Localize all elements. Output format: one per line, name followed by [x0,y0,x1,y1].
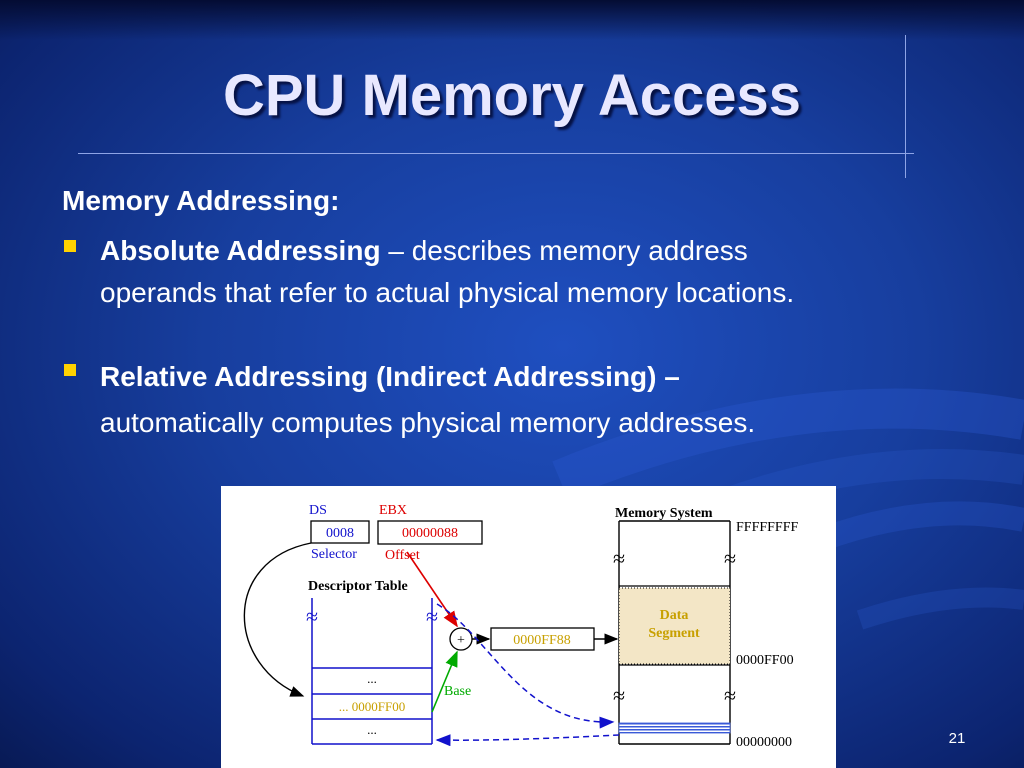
base-label: Base [444,684,471,699]
memory-to-table-dashed-arrow [435,734,620,747]
memory-system-label: Memory System [615,506,713,521]
descriptor-table-label: Descriptor Table [308,579,408,594]
data-segment-label-line2: Segment [648,626,700,641]
memory-break-bottom-left: ≈ [613,683,625,708]
selector-to-table-arrow [243,542,312,697]
descriptor-table-break-left: ≈ [306,604,318,629]
ebx-register-label: EBX [379,503,407,518]
bullet-marker [64,240,76,252]
offset-label: Offset [385,548,420,563]
selector-value: 0008 [326,526,354,541]
address-bottom: 00000000 [736,735,792,750]
bullet-absolute-addressing: Absolute Addressing – describes memory a… [64,230,970,314]
offset-to-adder-arrow [406,551,458,628]
bullet-desc-line1: describes memory address [411,235,748,266]
page-number: 21 [948,730,966,747]
offset-value: 00000088 [402,526,458,541]
memory-access-diagram: DS EBX 0008 00000088 Selector Offset Des… [221,486,836,768]
bullet-term: Relative Addressing (Indirect Addressing… [100,361,657,392]
bullet-term: Absolute Addressing [100,235,381,266]
descriptor-row-ellipsis: ... [367,671,377,686]
top-shade [0,0,1024,40]
bullet-relative-addressing: Relative Addressing (Indirect Addressing… [64,354,970,446]
descriptor-entry: ... 0000FF00 [339,699,405,714]
address-segment-base: 0000FF00 [736,653,794,668]
bullet-desc-line2: operands that refer to actual physical m… [100,277,795,308]
adder-plus: + [457,633,465,648]
offset-box [377,520,483,545]
bullet-desc-line2: automatically computes physical memory a… [100,407,756,438]
address-top: FFFFFFFF [736,520,799,535]
memory-break-top-right: ≈ [724,546,736,571]
descriptor-row-ellipsis-bottom: ... [367,722,377,737]
memory-break-bottom-right: ≈ [724,683,736,708]
title-underline [78,153,914,154]
descriptor-to-memory-dashed-arrow [436,603,615,729]
section-heading: Memory Addressing: [62,185,340,216]
bullet-marker [64,364,76,376]
result-address: 0000FF88 [513,633,571,648]
base-to-adder-arrow [431,650,458,713]
ds-register-label: DS [309,503,327,518]
descriptor-table-break-right: ≈ [426,604,438,629]
selector-label: Selector [311,547,357,562]
memory-break-top-left: ≈ [613,546,625,571]
bullet-dash: – [380,235,412,266]
data-segment [618,587,731,665]
bullet-dash: – [656,361,680,392]
vertical-rule [905,35,906,178]
address-zero-region [618,722,731,734]
slide-title: CPU Memory Access [222,63,802,128]
selector-box [310,520,370,544]
data-segment-label-line1: Data [660,608,689,623]
